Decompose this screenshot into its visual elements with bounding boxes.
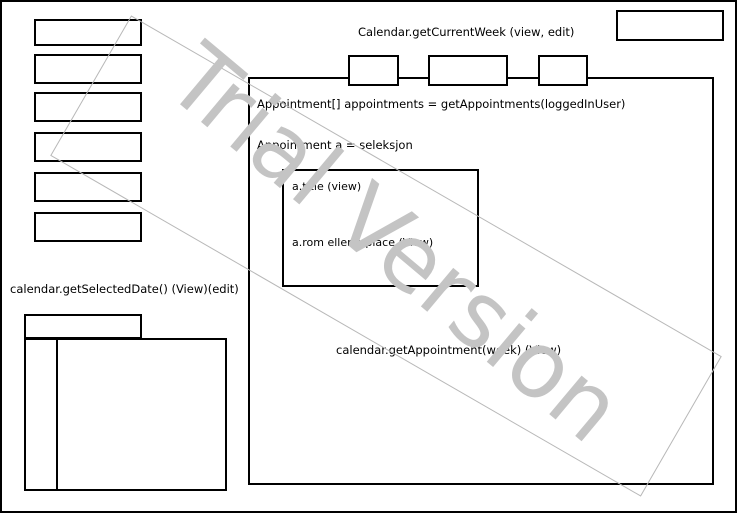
sidebar-button-4[interactable] [34,132,142,162]
selected-date-label: calendar.getSelectedDate() (View)(edit) [10,282,239,296]
sidebar-button-3[interactable] [34,92,142,122]
appointments-label: Appointment[] appointments = getAppointm… [257,97,626,111]
week-appointments-label: calendar.getAppointment(week) (View) [336,343,562,357]
appointment-title-label: a.title (view) [292,180,362,193]
top-right-button[interactable] [616,10,724,41]
sidebar-button-1[interactable] [34,19,142,46]
sidebar-button-6[interactable] [34,212,142,242]
sidebar-button-2[interactable] [34,54,142,84]
mini-calendar-week-column [24,338,58,491]
appointment-detail-box[interactable] [282,169,479,287]
week-tab-3[interactable] [538,55,588,86]
sidebar-button-5[interactable] [34,172,142,202]
week-tab-1[interactable] [348,55,399,86]
week-tab-2[interactable] [428,55,508,86]
mini-calendar-header[interactable] [24,314,142,339]
current-week-label: Calendar.getCurrentWeek (view, edit) [358,25,575,39]
appointment-place-label: a.rom eller a.place (View) [292,236,434,249]
selection-label: Appointment a = seleksjon [257,138,413,152]
